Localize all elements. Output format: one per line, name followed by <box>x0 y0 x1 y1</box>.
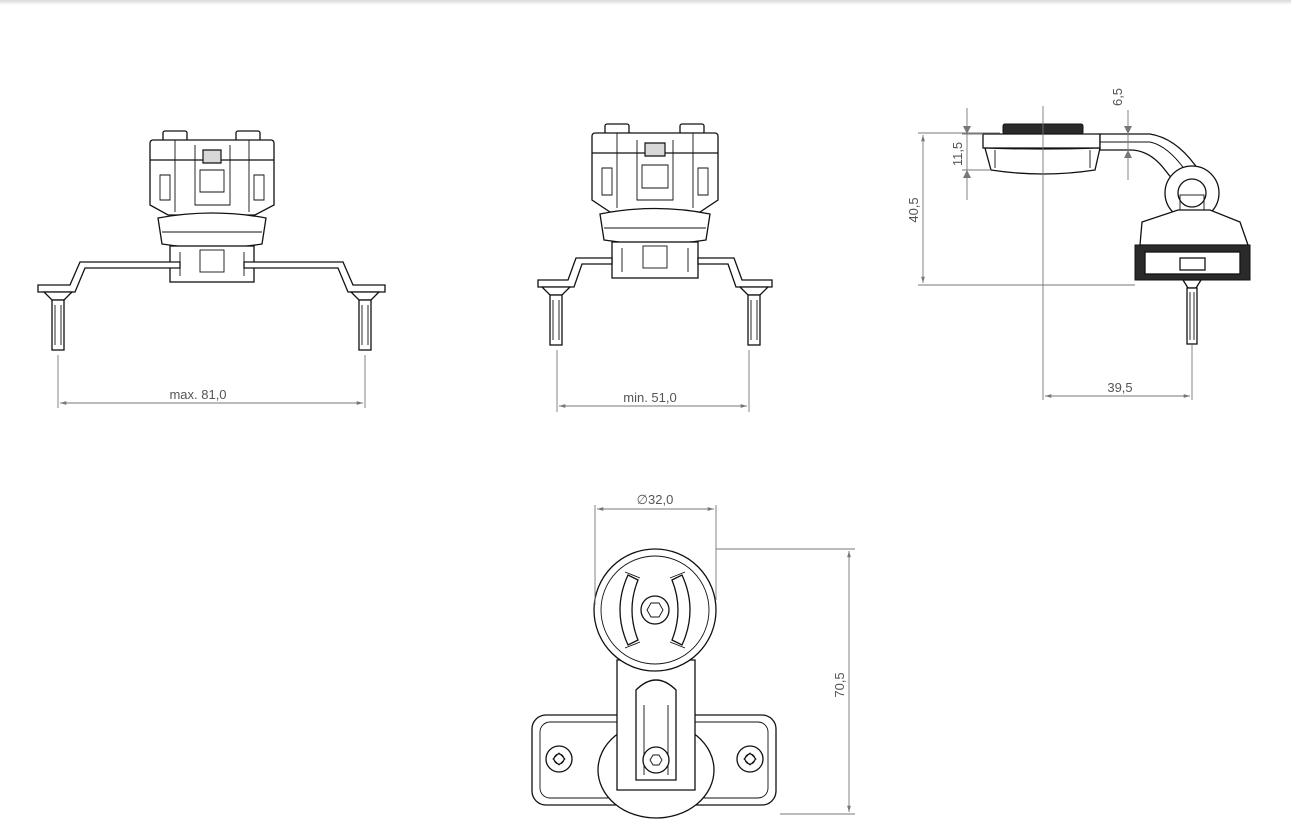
side-view: 39,5 40,5 11,5 6,5 <box>906 88 1251 400</box>
dimension-label-length: 70,5 <box>832 672 847 697</box>
dimension-label-diameter: ∅32,0 <box>637 492 674 507</box>
dimension-label-height: 40,5 <box>906 197 921 222</box>
dimension-label-head: 11,5 <box>950 142 965 166</box>
dimension-label-top: 6,5 <box>1110 88 1125 106</box>
front-view-max: max. 81,0 <box>37 130 386 408</box>
dimension-label-min: min. 51,0 <box>623 390 676 405</box>
top-shadow-bar <box>0 0 1291 5</box>
dimension-label-offset: 39,5 <box>1107 380 1132 395</box>
front-view-min: min. 51,0 <box>537 123 773 412</box>
top-view: ∅32,0 70,5 <box>531 492 855 819</box>
dimension-label-max: max. 81,0 <box>169 387 226 402</box>
